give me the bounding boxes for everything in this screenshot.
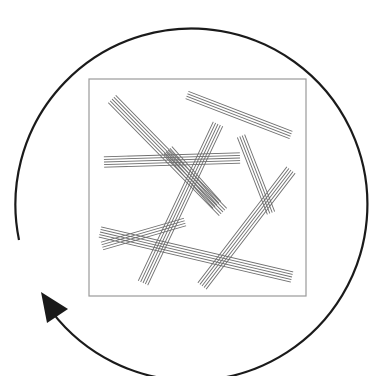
fiber-bundles <box>99 91 295 289</box>
fiber-line <box>99 235 291 280</box>
fiber-line <box>100 232 292 277</box>
fiber-line <box>200 168 289 284</box>
fiber-bundle <box>186 91 293 138</box>
fiber-bundle <box>99 227 293 282</box>
fiber-line <box>187 94 291 134</box>
fiber-line <box>166 152 215 207</box>
fiber-line <box>188 91 292 131</box>
rotation-arc <box>15 29 367 376</box>
fiber-line <box>245 135 275 212</box>
fiber-line <box>138 122 213 281</box>
rotation-arrowhead <box>41 292 68 323</box>
fiber-line <box>101 229 293 274</box>
fiber-line <box>116 95 227 208</box>
fiber-line <box>204 172 293 288</box>
fiber-bundle <box>198 167 295 289</box>
fiber-line <box>186 99 290 139</box>
fiber-line <box>187 96 291 136</box>
fiber-line <box>99 237 291 282</box>
fiber-line <box>168 150 217 205</box>
fiber-line <box>240 136 270 213</box>
